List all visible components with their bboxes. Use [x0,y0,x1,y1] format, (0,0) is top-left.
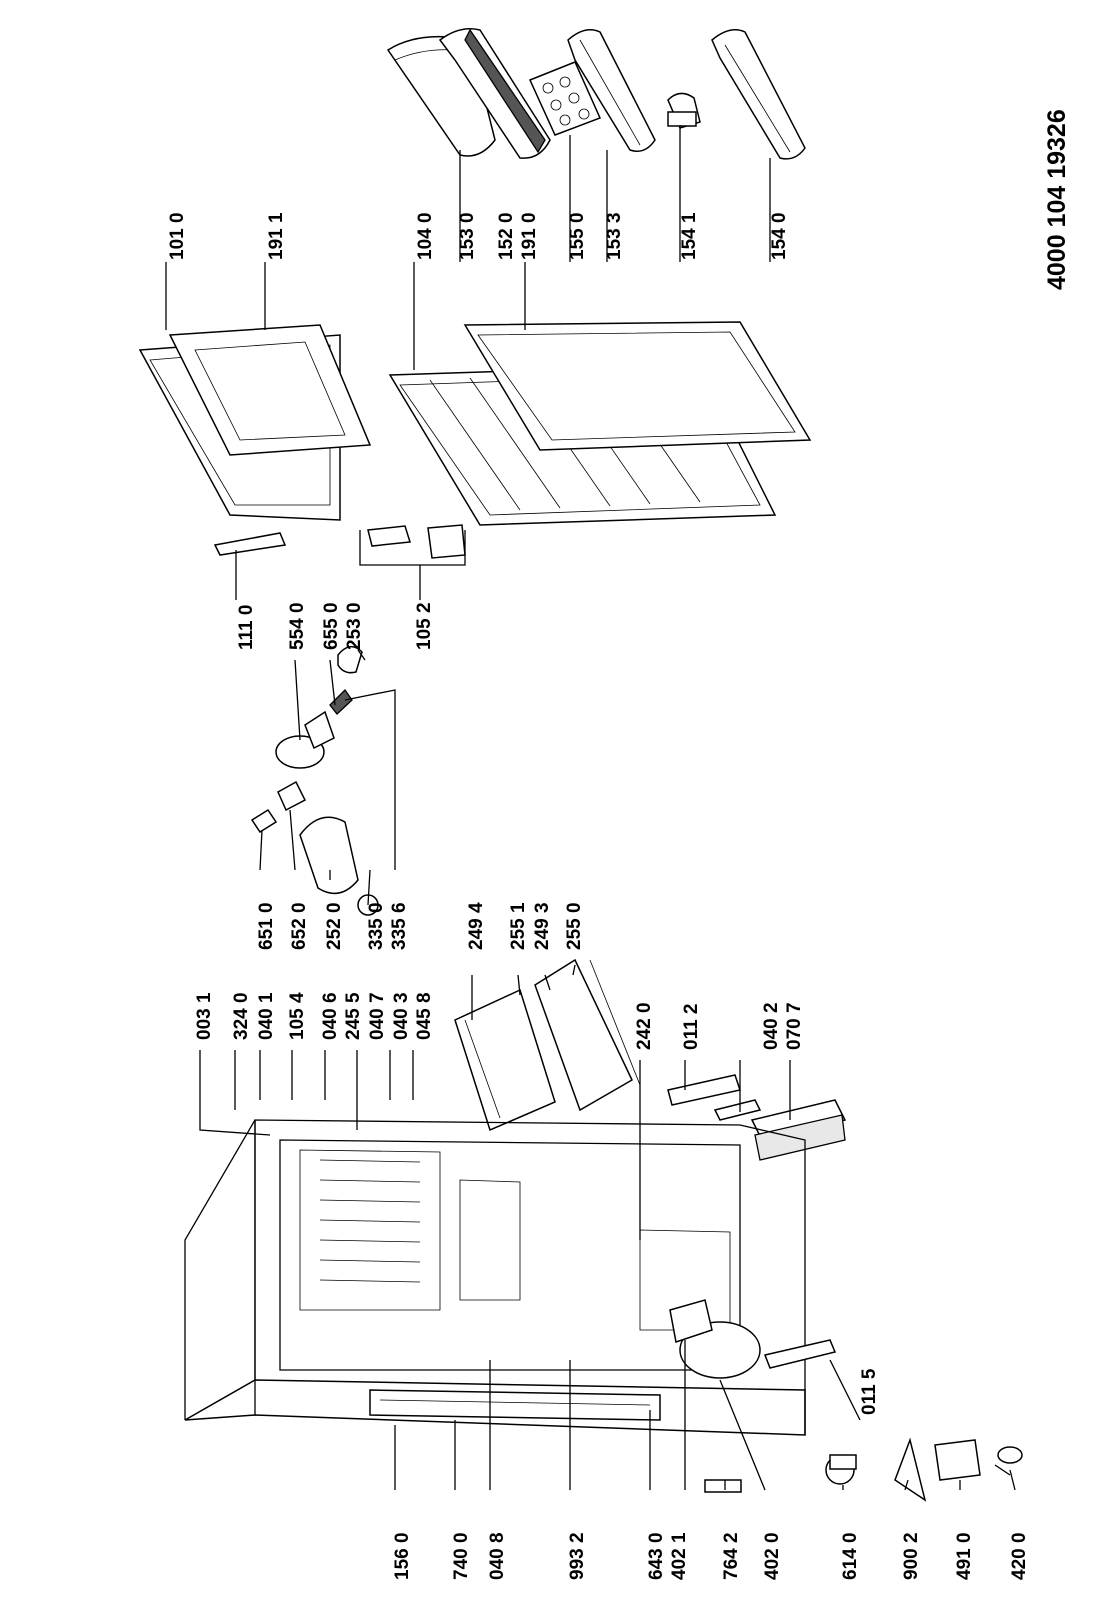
label-111-0: 111 0 [236,605,257,650]
starter-614-0 [825,1454,857,1485]
label-255-0: 255 0 [564,902,585,950]
dryer-764-2 [704,1479,742,1493]
gasket-191-1 [168,324,372,456]
label-153-3: 153 3 [604,212,625,260]
label-993-2: 993 2 [567,1532,588,1580]
door-bin-153-3 [567,29,656,152]
label-040-2: 040 2 [761,1002,782,1050]
label-101-0: 101 0 [167,212,188,260]
label-245-5: 245 5 [343,992,364,1040]
hinge-111-0 [213,532,287,556]
label-255-1: 255 1 [508,902,529,950]
label-764-2: 764 2 [721,1532,742,1580]
shelves [454,958,641,1132]
label-740-0: 740 0 [451,1532,472,1580]
hinge-set-105-2 [359,524,466,566]
door-bin-152-0 [438,28,551,159]
door-bin-154-0 [711,29,806,160]
label-152-0: 152 0 [496,212,517,260]
label-154-1: 154 1 [679,212,700,260]
label-651-0: 651 0 [256,902,277,950]
label-040-3: 040 3 [391,992,412,1040]
document-code: 4000 104 19326 [1043,109,1071,290]
bottle-holder-154-1 [667,92,701,129]
label-652-0: 652 0 [289,902,310,950]
strip-011-5 [763,1339,837,1369]
label-324-0: 324 0 [231,992,252,1040]
gasket-191-0 [463,321,812,451]
condenser-740-0 [369,1389,661,1421]
label-155-0: 155 0 [567,212,588,260]
label-154-0: 154 0 [769,212,790,260]
label-249-3: 249 3 [532,902,553,950]
part-labels: 101 0 191 1 104 0 153 0 152 0 191 0 155 … [167,109,1071,1580]
label-554-0: 554 0 [287,602,308,650]
label-900-2: 900 2 [901,1532,922,1580]
label-156-0: 156 0 [392,1532,413,1580]
label-252-0: 252 0 [324,902,345,950]
label-040-1: 040 1 [256,992,277,1040]
strip-011-2 [667,1074,741,1106]
label-040-7: 040 7 [367,992,388,1040]
label-491-0: 491 0 [954,1532,975,1580]
label-070-7: 070 7 [784,1002,805,1050]
label-003-1: 003 1 [194,992,215,1040]
label-335-6: 335 6 [389,902,410,950]
label-402-0: 402 0 [762,1532,783,1580]
label-040-8: 040 8 [487,1532,508,1580]
leader-lines [165,125,1016,1491]
label-420-0: 420 0 [1009,1532,1030,1580]
label-191-0: 191 0 [519,212,540,260]
label-643-0: 643 0 [646,1532,667,1580]
label-249-4: 249 4 [466,902,487,950]
label-153-0: 153 0 [457,212,478,260]
label-104-0: 104 0 [415,212,436,260]
label-191-1: 191 1 [266,212,287,260]
label-253-0: 253 0 [344,602,365,650]
label-335-0: 335 0 [366,902,387,950]
label-402-1: 402 1 [669,1532,690,1580]
cover-491-0 [934,1439,981,1481]
label-011-2: 011 2 [681,1004,702,1051]
label-614-0: 614 0 [840,1532,861,1580]
bottom-grille-070-7 [750,1099,847,1161]
label-105-4: 105 4 [287,992,308,1040]
cabinet-body [184,1119,806,1436]
egg-tray-155-0 [528,61,602,136]
capacitor-420-0 [994,1446,1023,1476]
label-045-8: 045 8 [414,992,435,1040]
label-011-5: 011 5 [859,1368,880,1415]
label-040-6: 040 6 [320,992,341,1040]
relay-900-2 [894,1437,927,1502]
label-105-2: 105 2 [414,602,435,650]
compressor-402-1 [669,1299,761,1379]
strip-040-2 [713,1099,762,1121]
thermostat-group [250,646,379,916]
label-242-0: 242 0 [634,1002,655,1050]
label-655-0: 655 0 [321,602,342,650]
